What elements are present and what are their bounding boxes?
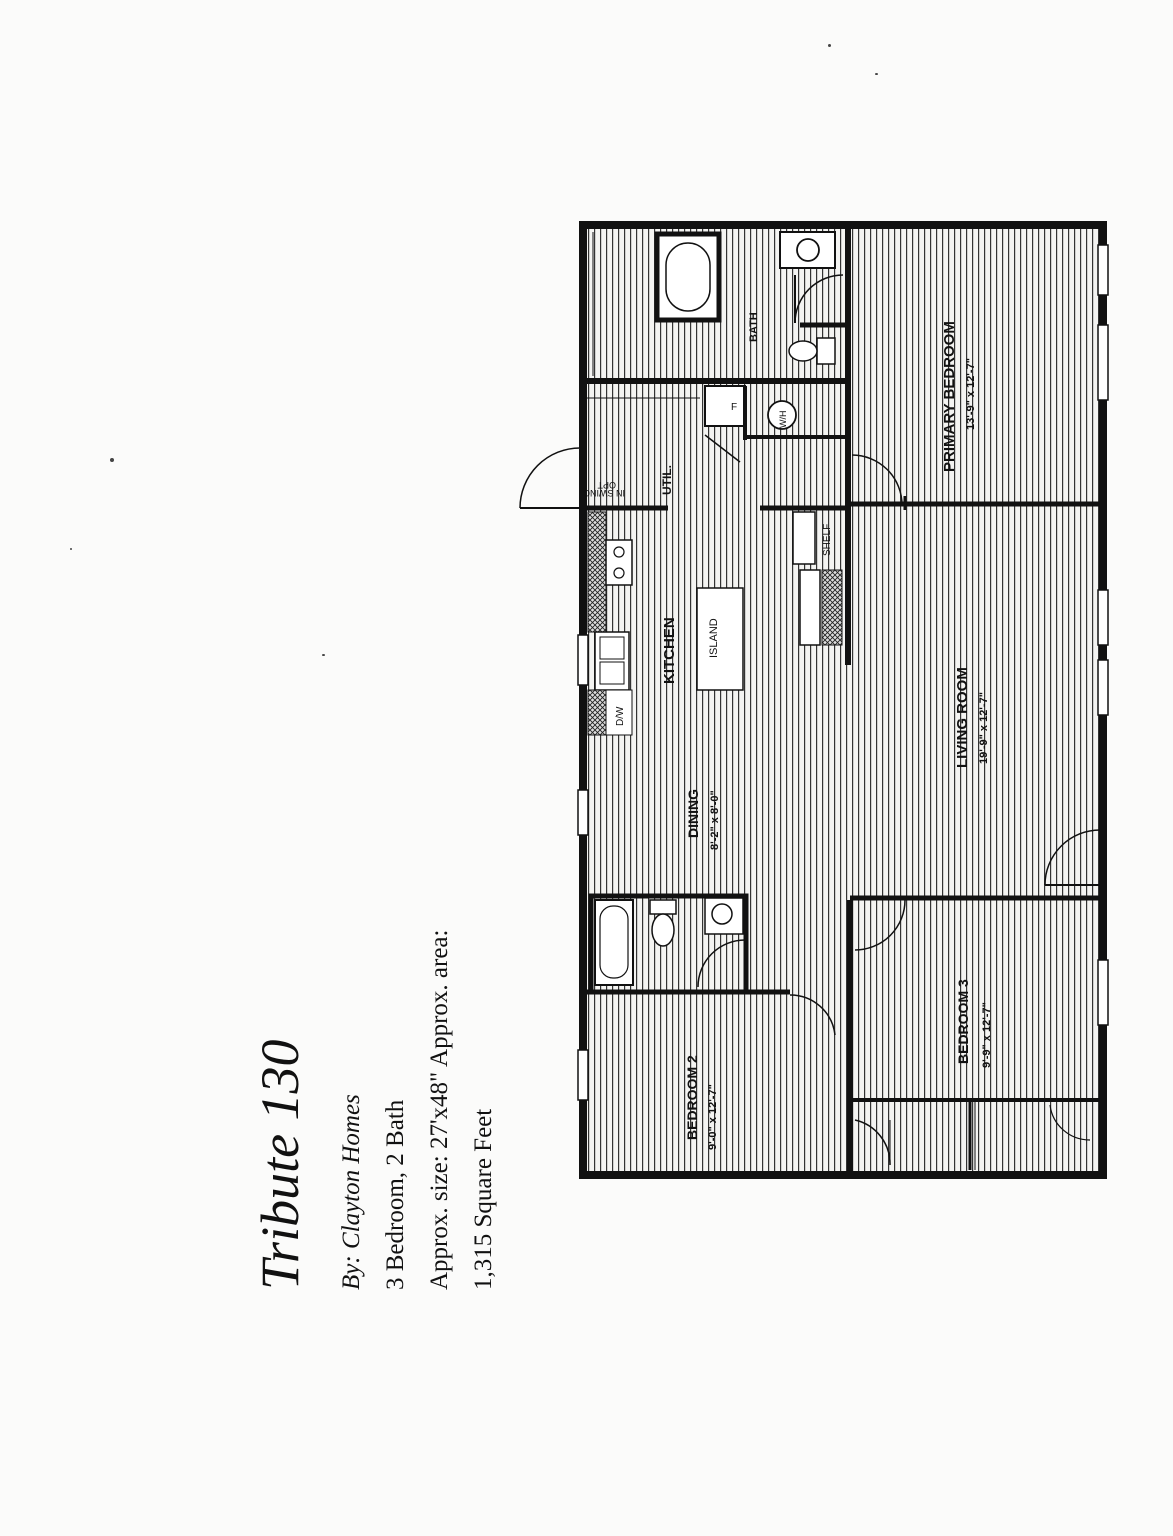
counter: [587, 511, 607, 633]
toilet-icon: [788, 340, 818, 362]
primary-bedroom-dims: 13'-9" x 12'-7": [965, 358, 977, 430]
tub: [594, 899, 634, 986]
dishwasher: [605, 689, 633, 736]
dining-dims: 8'-2" x 8'-0": [709, 790, 721, 850]
sink-basin: [599, 661, 625, 685]
primary-bedroom-label: PRIMARY BEDROOM: [941, 321, 958, 472]
pantry: [799, 569, 821, 646]
door-note-swing: IN SWING: [583, 488, 625, 498]
window: [1097, 589, 1109, 646]
window: [1097, 659, 1109, 716]
living-room-label: LIVING ROOM: [954, 667, 971, 768]
toilet-icon: [651, 913, 675, 947]
sink-basin: [599, 636, 625, 660]
living-room-dims: 19'-9" x 12'-7": [978, 692, 990, 764]
tub-basin: [599, 905, 629, 979]
kitchen-label: KITCHEN: [661, 617, 678, 684]
tub: [654, 231, 722, 323]
speck: [828, 44, 831, 47]
kitchen-sink: [594, 631, 630, 691]
water-heater-icon: [767, 400, 797, 430]
window: [1097, 324, 1109, 401]
sink-icon: [711, 903, 733, 925]
window: [1097, 959, 1109, 1026]
kitchen-island: [696, 587, 744, 691]
door-note-opt: OPT: [597, 480, 616, 490]
door-swing: [789, 994, 836, 1036]
door-leaf: [704, 434, 741, 463]
bedroom2-dims: 9'-0" x 12'-7": [707, 1084, 719, 1150]
vanity: [704, 897, 744, 935]
sink-icon: [796, 238, 820, 262]
bedroom2-label: BEDROOM 2: [684, 1055, 700, 1140]
speck: [110, 458, 114, 462]
window: [1097, 244, 1109, 296]
door-swing: [697, 939, 746, 988]
door-swing: [851, 454, 903, 506]
door-swing: [794, 274, 844, 324]
water-heater-label: W/H: [778, 411, 788, 429]
entry-door-swing: [1044, 829, 1101, 886]
furnace: [704, 385, 746, 427]
burner-icon: [613, 567, 625, 579]
counter: [821, 569, 843, 646]
bath-label: BATH: [748, 312, 760, 342]
toilet-tank: [816, 337, 836, 365]
exterior-door-swing: [519, 447, 581, 509]
counter: [587, 689, 607, 736]
floor-hatch: [583, 225, 1103, 1175]
dining-label: DINING: [685, 789, 701, 838]
tub-basin: [665, 242, 711, 312]
speck: [322, 654, 325, 656]
toilet-tank: [649, 899, 677, 915]
vanity: [779, 231, 836, 269]
window: [577, 634, 589, 686]
speck: [875, 73, 878, 75]
burner-icon: [613, 546, 625, 558]
shelf: [792, 511, 816, 565]
closet-door-swing: [1049, 1104, 1091, 1141]
bedroom3-dims: 9'-9" x 12'-7": [981, 1002, 993, 1068]
bedroom3-label: BEDROOM 3: [955, 979, 971, 1064]
door-swing: [854, 899, 906, 951]
shelf-label: SHELF: [822, 524, 833, 556]
window: [577, 1049, 589, 1101]
island-label: ISLAND: [708, 618, 720, 658]
speck: [70, 548, 72, 550]
dishwasher-label: D/W: [615, 706, 626, 726]
furnace-label: F: [731, 402, 737, 413]
util-label: UTIL.: [660, 465, 674, 495]
window: [577, 789, 589, 836]
